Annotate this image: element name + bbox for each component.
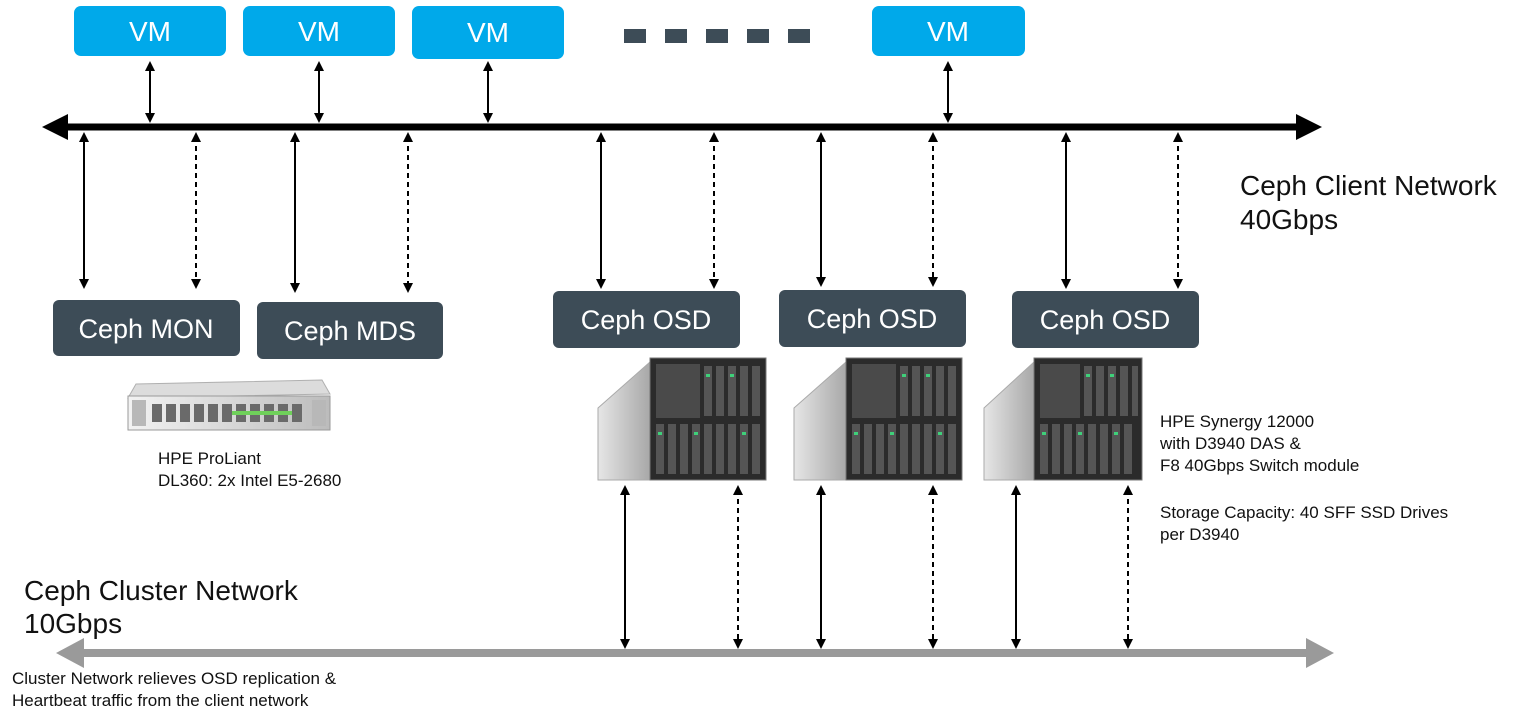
client-dashed-arrows [191, 132, 1183, 293]
vm-connection-arrows [145, 61, 953, 123]
cluster-network-speed: 10Gbps [24, 608, 122, 639]
synergy-das-label: with D3940 DAS & [1159, 434, 1301, 453]
proliant-cpu-label: DL360: 2x Intel E5-2680 [158, 471, 341, 490]
svg-text:VM: VM [298, 16, 340, 47]
synergy-chassis-image-3 [983, 357, 1143, 481]
cluster-network-bus [56, 638, 1334, 668]
vm-4: VM [872, 6, 1025, 56]
svg-text:Ceph MDS: Ceph MDS [284, 316, 416, 346]
svg-text:VM: VM [467, 17, 509, 48]
synergy-chassis-image-1 [597, 357, 767, 481]
client-solid-arrows [79, 132, 1071, 293]
proliant-server-image [127, 379, 331, 431]
proliant-model-label: HPE ProLiant [158, 449, 261, 468]
synergy-chassis-image-2 [793, 357, 963, 481]
svg-text:Ceph OSD: Ceph OSD [807, 304, 938, 334]
vm-2: VM [243, 6, 395, 56]
cluster-solid-arrows [620, 485, 1021, 649]
ceph-mds-node: Ceph MDS [257, 302, 443, 359]
client-network-speed: 40Gbps [1240, 204, 1338, 235]
cluster-dashed-arrows [733, 485, 1133, 649]
storage-capacity-label: Storage Capacity: 40 SFF SSD Drives [1160, 503, 1448, 522]
ceph-osd-node-1: Ceph OSD [553, 291, 740, 348]
client-network-title: Ceph Client Network [1240, 170, 1498, 201]
svg-text:VM: VM [129, 16, 171, 47]
svg-text:Ceph MON: Ceph MON [78, 314, 213, 344]
cluster-network-note-line2: Heartbeat traffic from the client networ… [12, 691, 309, 710]
vm-ellipsis-dashes [624, 29, 810, 43]
vm-1: VM [74, 6, 226, 56]
cluster-network-note-line1: Cluster Network relieves OSD replication… [12, 669, 337, 688]
ceph-osd-node-3: Ceph OSD [1012, 291, 1199, 348]
client-network-bus [42, 114, 1322, 140]
synergy-switch-label: F8 40Gbps Switch module [1160, 456, 1359, 475]
vm-3: VM [412, 6, 564, 59]
svg-text:Ceph OSD: Ceph OSD [1040, 305, 1171, 335]
storage-capacity-unit-label: per D3940 [1160, 525, 1239, 544]
synergy-model-label: HPE Synergy 12000 [1160, 412, 1314, 431]
svg-text:VM: VM [927, 16, 969, 47]
ceph-osd-node-2: Ceph OSD [779, 290, 966, 347]
cluster-network-title: Ceph Cluster Network [24, 575, 299, 606]
ceph-mon-node: Ceph MON [53, 300, 240, 356]
svg-text:Ceph OSD: Ceph OSD [581, 305, 712, 335]
